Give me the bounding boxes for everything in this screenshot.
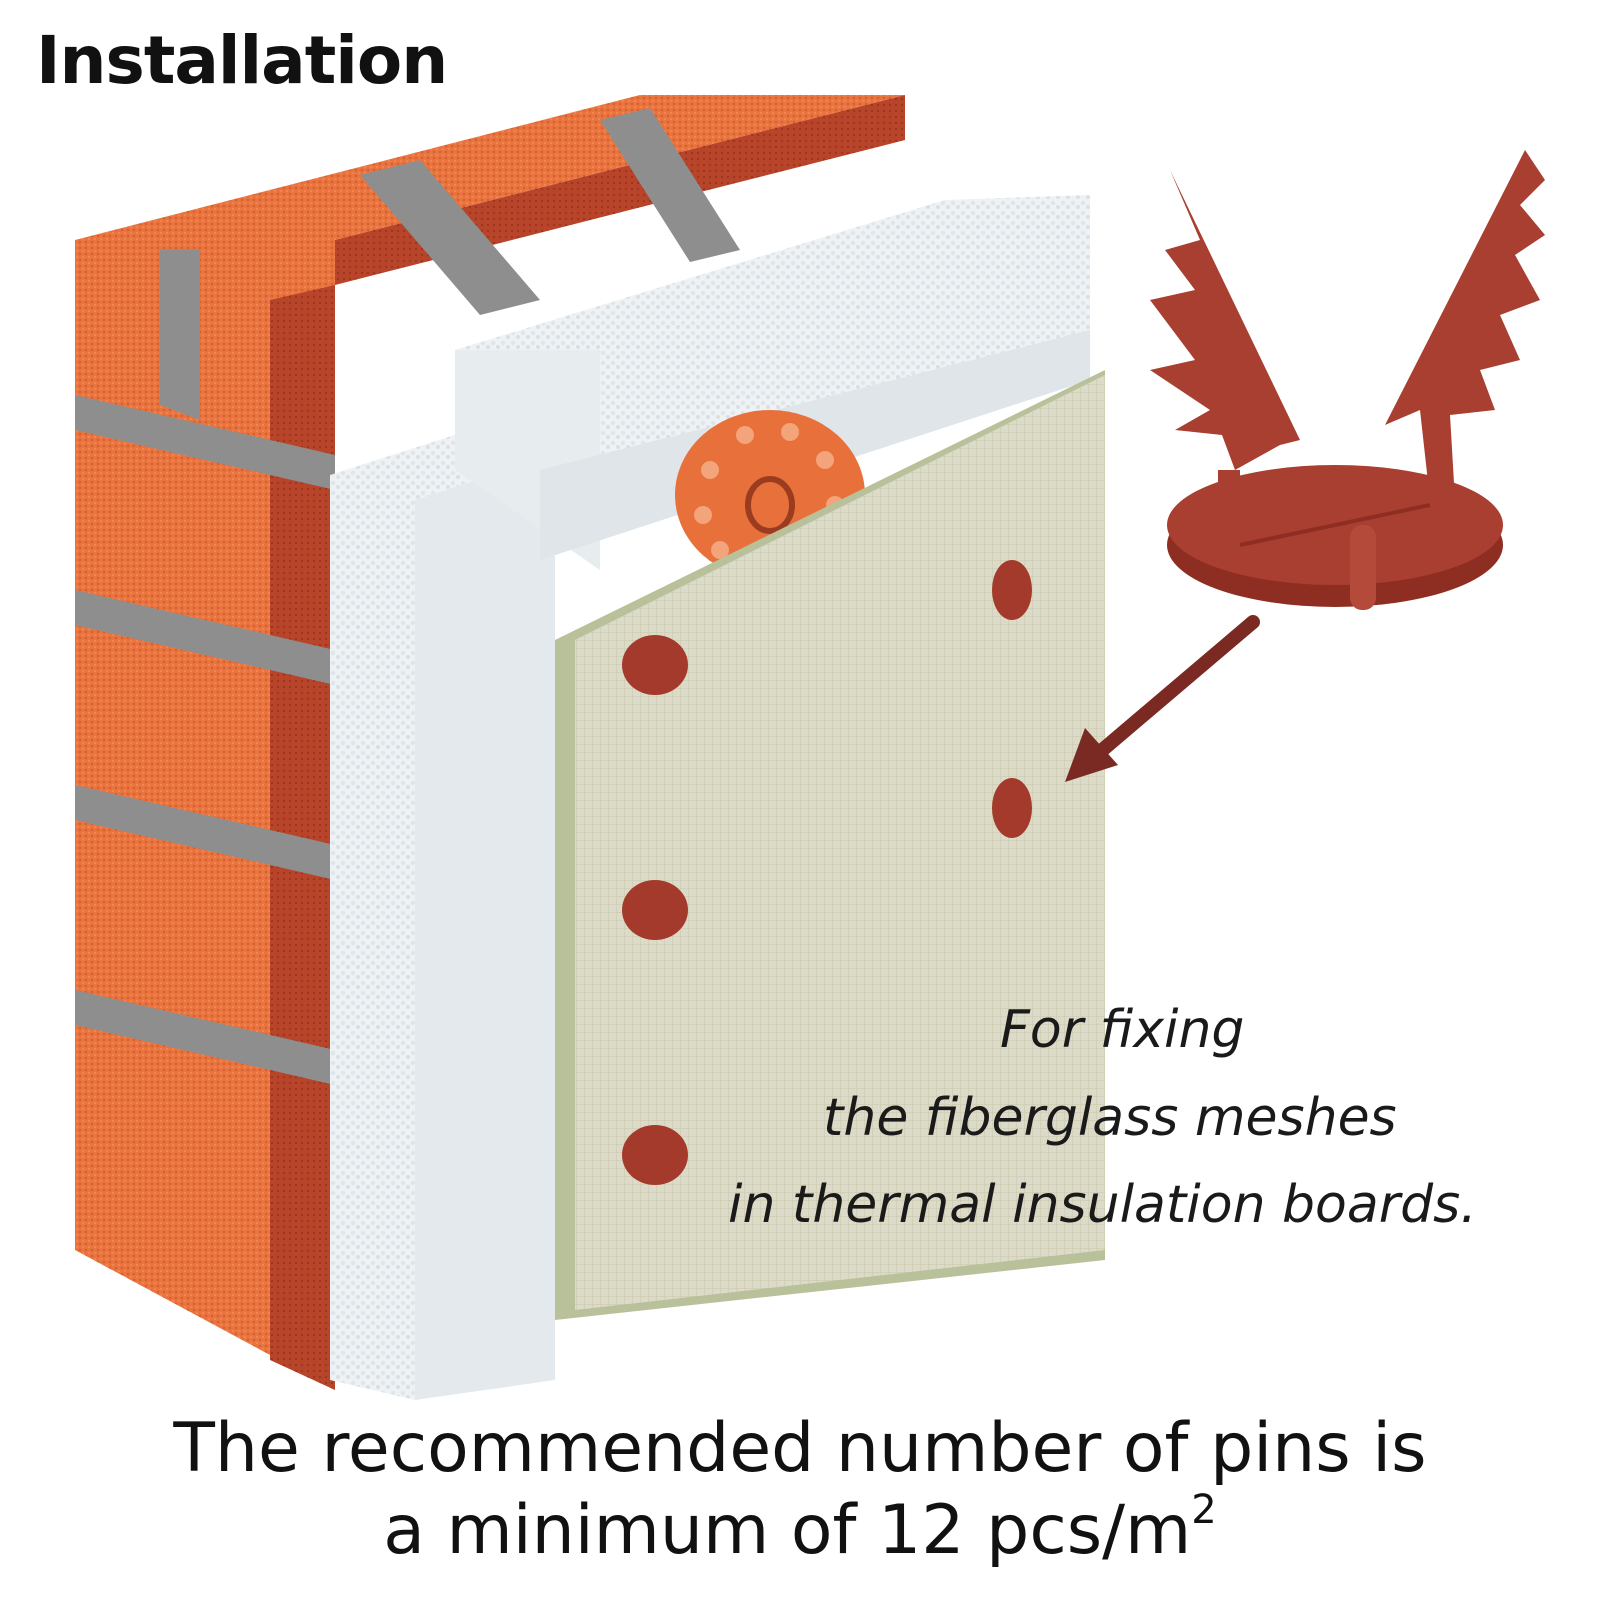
mesh-pin bbox=[992, 560, 1032, 620]
mesh-pin bbox=[622, 635, 688, 695]
recommendation-superscript: 2 bbox=[1191, 1487, 1217, 1533]
brick-wall bbox=[75, 95, 905, 1390]
arrow-icon bbox=[1065, 615, 1260, 782]
caption-line-1: For fixing bbox=[1000, 1000, 1245, 1060]
recommendation-line-2: a minimum of 12 pcs/m2 bbox=[0, 1490, 1600, 1565]
caption-line-3: in thermal insulation boards. bbox=[728, 1175, 1477, 1235]
page-title: Installation bbox=[36, 22, 448, 99]
recommendation-text: a minimum of 12 pcs/m bbox=[383, 1491, 1192, 1570]
mesh-pins bbox=[622, 560, 1032, 1185]
caption-line-2: the fiberglass meshes bbox=[823, 1088, 1397, 1148]
recommendation-line-1: The recommended number of pins is bbox=[173, 1409, 1427, 1488]
mesh-pin bbox=[622, 880, 688, 940]
fiberglass-mesh bbox=[555, 370, 1105, 1320]
mesh-pin bbox=[622, 1125, 688, 1185]
product-pin bbox=[1150, 150, 1545, 610]
mesh-pin bbox=[992, 778, 1032, 838]
